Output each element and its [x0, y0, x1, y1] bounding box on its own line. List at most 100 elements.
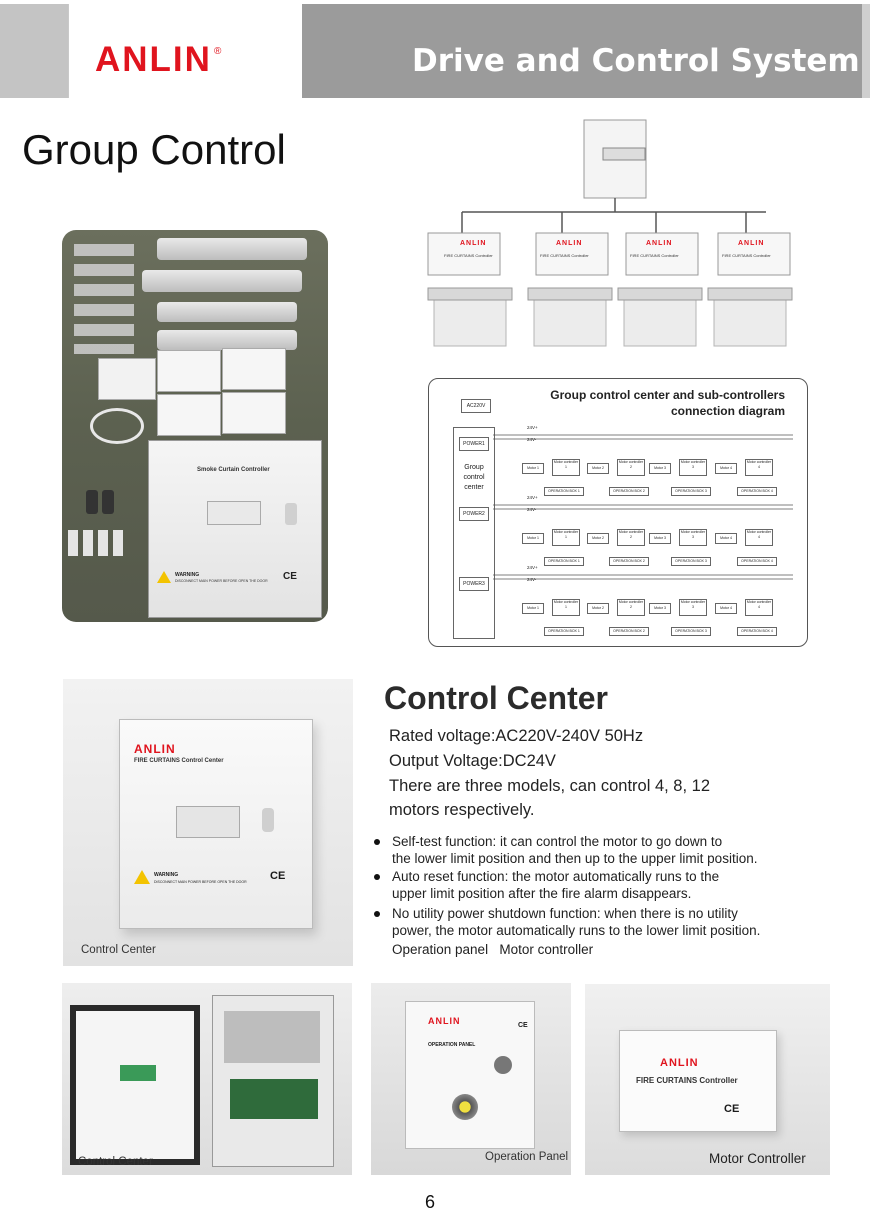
spec-line-4: motors respectively.: [389, 801, 535, 819]
operation-box: OPERATION BOX 2: [609, 627, 649, 636]
sub-controller-label-2: FIRE CURTAINS Controller: [540, 253, 589, 258]
diagram-wiring: [493, 434, 793, 580]
operation-box: OPERATION BOX 3: [671, 487, 711, 496]
control-center-photo: ANLIN FIRE CURTAINS Control Center WARNI…: [63, 679, 353, 966]
motor-controller-brand: ANLIN: [660, 1057, 699, 1069]
bullet-self-test-line2: the lower limit position and then up to …: [392, 851, 758, 866]
operation-box: OPERATION BOX 2: [609, 557, 649, 566]
panel-brand: ANLIN: [428, 1016, 461, 1026]
motor-box: Motor 2: [587, 533, 609, 544]
motor-box: Motor 2: [587, 463, 609, 474]
group-center-label-2: control: [463, 474, 485, 481]
open-cabinet-photo: Control Center: [62, 983, 352, 1175]
v-plus-label: 24V+: [527, 425, 538, 430]
cc-photo-warning: WARNING: [154, 872, 179, 878]
panel-caption: Operation Panel: [485, 1151, 569, 1163]
ce-mark: CE: [283, 571, 297, 582]
box-label: Smoke Curtain Controller: [197, 467, 270, 473]
header-title-bar: [302, 4, 862, 98]
group-control-center-block: [453, 427, 495, 639]
v-plus-label: 24V+: [527, 495, 538, 500]
motor-controller-box: Motor controller 2: [617, 529, 645, 546]
cc-footer-line: Operation panel Motor controller: [392, 942, 594, 957]
bullet-no-power-line1: No utility power shutdown function: when…: [392, 906, 738, 921]
control-center-title: Control Center: [384, 680, 608, 716]
bullet-dot: [374, 874, 380, 880]
motor-box: Motor 4: [715, 603, 737, 614]
cc-photo-brand: ANLIN: [134, 742, 176, 756]
spec-line-3: There are three models, can control 4, 8…: [389, 777, 711, 795]
registered-mark: ®: [213, 46, 224, 58]
motor-box: Motor 2: [587, 603, 609, 614]
diagram-title-line2: connection diagram: [670, 404, 785, 418]
motor-controller-label: FIRE CURTAINS Controller: [636, 1076, 738, 1085]
ac-input-label: AC220V: [461, 399, 491, 413]
page-number: 6: [425, 1192, 436, 1212]
motor-controller-box: Motor controller 1: [552, 459, 580, 476]
sub-controller-brand-4: ANLIN: [738, 240, 765, 247]
motor-controller-box: Motor controller 4: [745, 599, 773, 616]
cc-warning-icon: [134, 870, 150, 884]
v-minus-label: 24V-: [527, 437, 537, 442]
bullet-dot: [374, 911, 380, 917]
operation-box: OPERATION BOX 2: [609, 487, 649, 496]
warning-icon: [157, 571, 171, 583]
cc-photo-caption: Control Center: [81, 944, 156, 956]
motor-controller-photo: ANLIN FIRE CURTAINS Controller CE Motor …: [585, 984, 830, 1175]
operation-box: OPERATION BOX 4: [737, 487, 777, 496]
motor-controller-box: Motor controller 4: [745, 529, 773, 546]
cc-photo-ce: CE: [270, 870, 286, 882]
operation-box: OPERATION BOX 1: [544, 557, 584, 566]
v-minus-label: 24V-: [527, 507, 537, 512]
motor-box: Motor 3: [649, 533, 671, 544]
cc-photo-warning-text: DISCONNECT MAIN POWER BEFORE OPEN THE DO…: [154, 880, 247, 884]
motor-box: Motor 3: [649, 603, 671, 614]
sub-controller-brand-2: ANLIN: [556, 240, 583, 247]
motor-controller-caption: Motor Controller: [709, 1151, 806, 1166]
spec-line-2: Output Voltage:DC24V: [389, 752, 556, 770]
operation-panel-photo: ANLIN OPERATION PANEL CE Operation Panel: [371, 983, 571, 1175]
motor-controller-box: Motor controller 3: [679, 599, 707, 616]
header-logo-panel: [68, 4, 303, 98]
brand-logo: ANLIN®: [95, 40, 221, 80]
motor-controller-box: Motor controller 2: [617, 459, 645, 476]
diagram-title-line1: Group control center and sub-controllers: [550, 388, 785, 402]
sub-controller-label-4: FIRE CURTAINS Controller: [722, 253, 771, 258]
bullet-dot: [374, 839, 380, 845]
warning-title: WARNING: [175, 572, 200, 578]
spec-line-1: Rated voltage:AC220V-240V 50Hz: [389, 727, 644, 745]
bullet-auto-reset-line2: upper limit position after the fire alar…: [392, 886, 692, 901]
panel-ce: CE: [518, 1022, 528, 1029]
operation-box: OPERATION BOX 1: [544, 627, 584, 636]
motor-controller-box: Motor controller 4: [745, 459, 773, 476]
warning-text: DISCONNECT MAIN POWER BEFORE OPEN THE DO…: [175, 579, 268, 583]
group-center-label-1: Group: [464, 464, 484, 471]
v-plus-label: 24V+: [527, 565, 538, 570]
motor-box: Motor 4: [715, 533, 737, 544]
power3-label: POWER3: [459, 577, 489, 591]
operation-box: OPERATION BOX 4: [737, 557, 777, 566]
power2-label: POWER2: [459, 507, 489, 521]
motor-box: Motor 1: [522, 533, 544, 544]
panel-label: OPERATION PANEL: [428, 1042, 476, 1048]
power1-label: POWER1: [459, 437, 489, 451]
sub-controller-label-3: FIRE CURTAINS Controller: [630, 253, 679, 258]
connection-diagram: Group control center and sub-controllers…: [428, 378, 808, 647]
sub-controller-brand-1: ANLIN: [460, 240, 487, 247]
header-title: Drive and Control System: [412, 43, 860, 79]
motor-controller-box: Motor controller 1: [552, 529, 580, 546]
operation-box: OPERATION BOX 1: [544, 487, 584, 496]
header-left-bar: [0, 4, 68, 98]
sub-controller-label-1: FIRE CURTAINS Controller: [444, 253, 493, 258]
motor-controller-ce: CE: [724, 1103, 740, 1115]
group-center-label-3: center: [464, 484, 484, 491]
topology-graphic: [427, 119, 793, 347]
open-cabinet-caption: Control Center: [78, 1156, 153, 1168]
bullet-self-test-line1: Self-test function: it can control the m…: [392, 834, 723, 849]
motor-controller-box: Motor controller 3: [679, 459, 707, 476]
motor-box: Motor 3: [649, 463, 671, 474]
operation-box: OPERATION BOX 4: [737, 627, 777, 636]
smoke-curtain-controller-box: Smoke Curtain Controller WARNING DISCONN…: [148, 440, 322, 618]
bullet-auto-reset-line1: Auto reset function: the motor automatic…: [392, 869, 720, 884]
v-minus-label: 24V-: [527, 577, 537, 582]
